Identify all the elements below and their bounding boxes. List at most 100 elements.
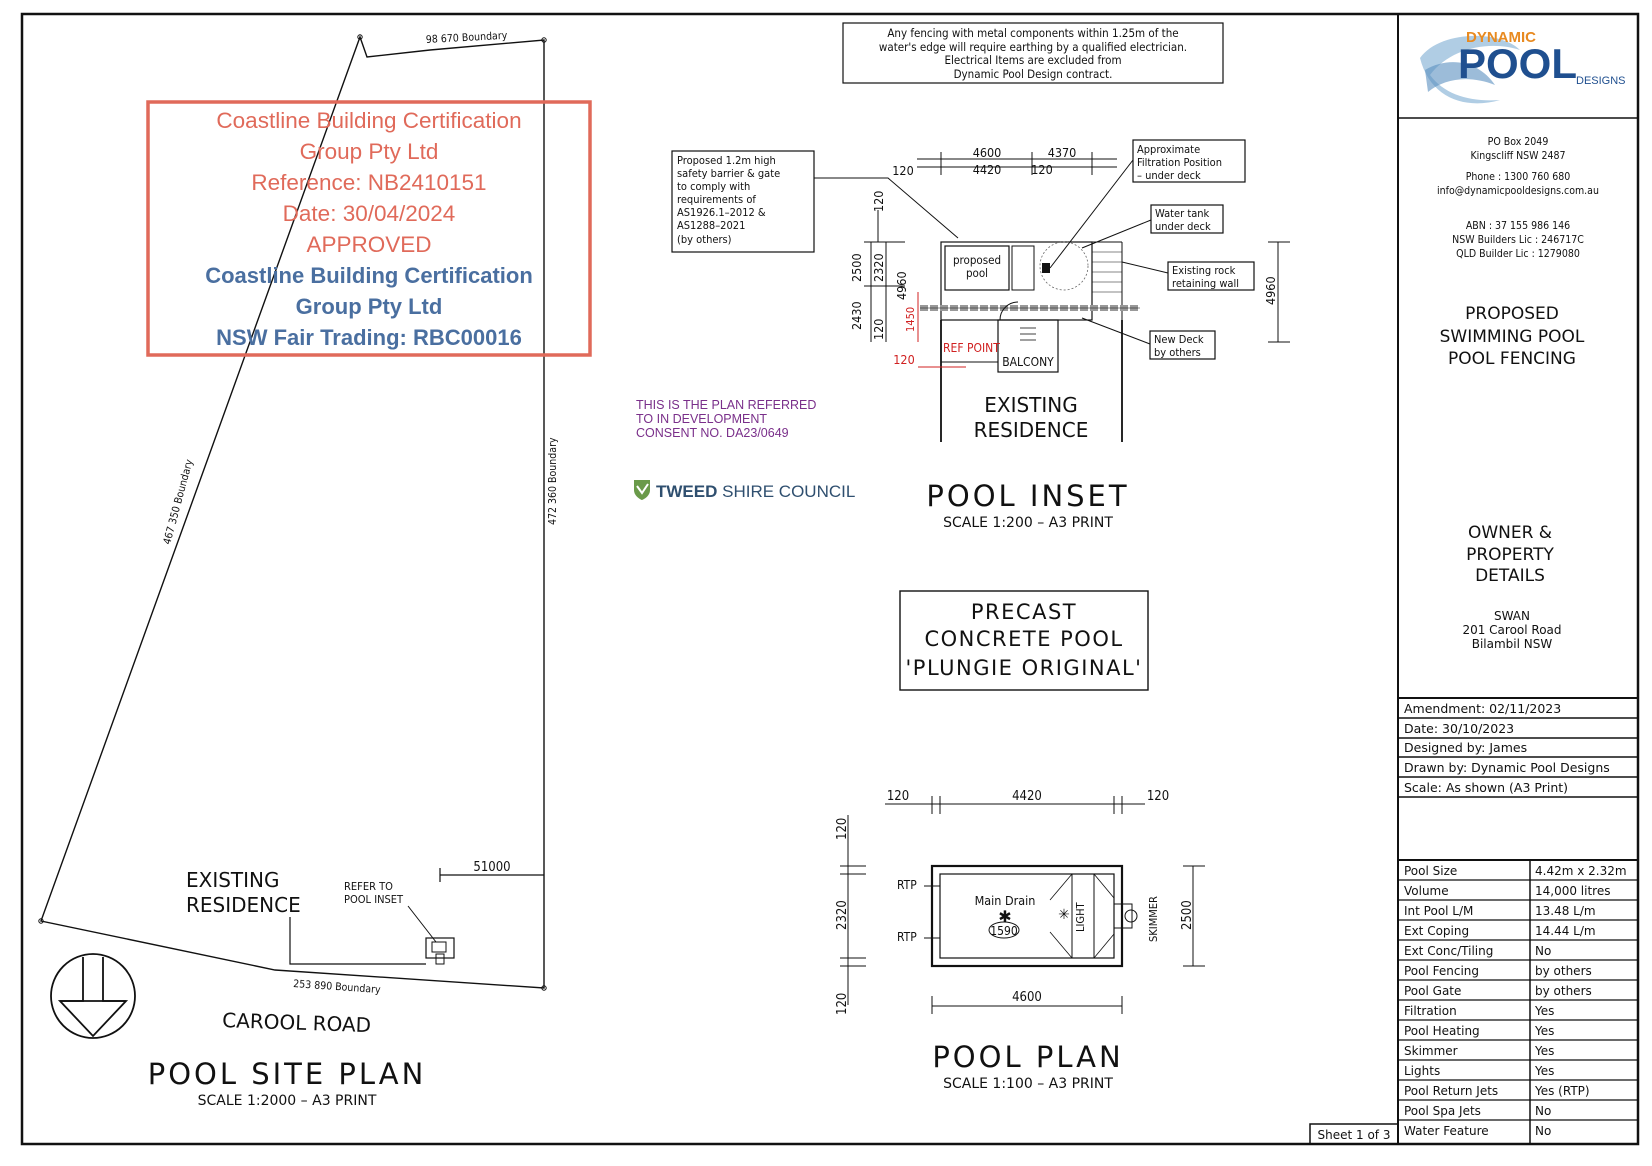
main-drain-label: Main Drain — [975, 893, 1036, 908]
company-logo: DYNAMIC POOL DESIGNS — [1420, 29, 1626, 104]
electrical-note-line-4: Dynamic Pool Design contract. — [954, 67, 1113, 81]
owner-details: OWNER & PROPERTY DETAILS SWAN 201 Carool… — [1462, 523, 1561, 651]
spec-label: Pool Size — [1404, 864, 1457, 878]
deck-note-line-1: New Deck — [1154, 333, 1204, 346]
inset-pool-label-1: proposed — [953, 253, 1001, 267]
address-line-2: Kingscliff NSW 2487 — [1470, 150, 1565, 162]
designed-by-text: Designed by: James — [1404, 740, 1527, 755]
logo-main-word: POOL — [1458, 40, 1577, 87]
spec-label: Pool Heating — [1404, 1024, 1480, 1038]
stamp-company-line-2: Group Pty Ltd — [300, 139, 439, 164]
spec-label: Lights — [1404, 1064, 1440, 1078]
spec-label: Ext Coping — [1404, 924, 1469, 938]
boundary-right-label: 472 360 Boundary — [547, 437, 559, 525]
refer-note-line-2: POOL INSET — [344, 893, 404, 906]
barrier-note-line-4: requirements of — [677, 193, 756, 206]
inset-dim-120-b: 120 — [1031, 162, 1052, 177]
inset-dim-120-a: 120 — [892, 163, 913, 178]
project-title-line-3: POOL FENCING — [1448, 349, 1576, 369]
plan-dim-top-left: 120 — [887, 789, 909, 804]
date-text: Date: 30/10/2023 — [1404, 721, 1514, 736]
email-text: info@dynamicpooldesigns.com.au — [1437, 185, 1599, 197]
inset-dim-2500: 2500 — [849, 253, 864, 282]
inset-pool-layout: proposed pool BALCONY — [920, 241, 1140, 442]
inset-title: POOL INSET — [926, 479, 1129, 513]
barrier-note-line-1: Proposed 1.2m high — [677, 154, 776, 167]
spec-label: Ext Conc/Tiling — [1404, 944, 1493, 958]
electrical-note: Any fencing with metal components within… — [842, 22, 1224, 84]
electrical-note-line-2: water's edge will require earthing by a … — [879, 40, 1187, 54]
skimmer-icon — [1124, 909, 1138, 923]
plan-left-dimensions: 120 2320 120 — [835, 815, 866, 1015]
site-plan-title: POOL SITE PLAN — [148, 1057, 427, 1091]
inset-dim-4370: 4370 — [1048, 145, 1077, 160]
filtration-note-line-3: – under deck — [1137, 169, 1201, 182]
drawing-border — [20, 12, 1640, 1146]
owner-heading-3: DETAILS — [1475, 566, 1545, 586]
qld-licence-text: QLD Builder Lic : 1279080 — [1456, 248, 1580, 260]
electrical-note-line-1: Any fencing with metal components within… — [887, 26, 1178, 40]
precast-line-1: PRECAST — [971, 600, 1077, 624]
spec-label: Pool Return Jets — [1404, 1084, 1498, 1098]
refer-note-line-1: REFER TO — [344, 880, 393, 893]
plan-bottom-dimension: 4600 — [931, 990, 1123, 1014]
plan-dim-right: 2500 — [1180, 900, 1195, 930]
spec-label: Pool Spa Jets — [1404, 1104, 1481, 1118]
spec-value: Yes — [1534, 1024, 1554, 1038]
project-title: PROPOSED SWIMMING POOL POOL FENCING — [1440, 304, 1585, 369]
light-label: LIGHT — [1074, 901, 1087, 932]
precast-pool-label: PRECAST CONCRETE POOL 'PLUNGIE ORIGINAL' — [899, 590, 1149, 691]
precast-line-2: CONCRETE POOL — [924, 627, 1123, 651]
pool-plan-scale: SCALE 1:100 – A3 PRINT — [943, 1076, 1113, 1092]
spec-value: by others — [1535, 964, 1592, 978]
logo-top-word: DYNAMIC — [1466, 29, 1536, 46]
inset-dim-2430: 2430 — [849, 301, 864, 330]
council-logo-rest: SHIRE COUNCIL — [717, 482, 855, 501]
stamp-licence: NSW Fair Trading: RBC00016 — [216, 325, 522, 350]
barrier-note-line-2: safety barrier & gate — [677, 167, 780, 180]
council-note-line-2: TO IN DEVELOPMENT — [636, 412, 767, 426]
pool-plan: 120 4420 120 120 2320 120 2500 — [835, 789, 1205, 1092]
plan-right-dimension: 2500 — [1180, 865, 1205, 967]
address-line-1: PO Box 2049 — [1488, 136, 1549, 148]
barrier-note-line-3: to comply with — [677, 180, 750, 193]
deck-note-line-2: by others — [1154, 346, 1201, 359]
water-tank-note-line-1: Water tank — [1155, 207, 1210, 220]
spec-value: No — [1535, 1104, 1551, 1118]
council-shield-icon — [634, 480, 650, 500]
boundary-bottom-label: 253 890 Boundary — [293, 978, 382, 996]
spec-label: Pool Fencing — [1404, 964, 1479, 978]
inset-dim-4420: 4420 — [973, 162, 1002, 177]
plan-dim-left-top: 120 — [835, 818, 850, 840]
rock-wall-note-line-2: retaining wall — [1172, 277, 1239, 290]
plan-pool-shell — [930, 864, 1138, 968]
council-note-line-1: THIS IS THE PLAN REFERRED — [636, 398, 816, 412]
stamp-signatory-line-2: Group Pty Ltd — [296, 294, 443, 319]
spec-value: 14.44 L/m — [1535, 924, 1596, 938]
main-drain-icon: ✱ — [998, 907, 1011, 926]
owner-name: SWAN — [1494, 609, 1530, 623]
inset-dim-120-low: 120 — [871, 319, 886, 340]
spec-value: by others — [1535, 984, 1592, 998]
company-contact: PO Box 2049 Kingscliff NSW 2487 Phone : … — [1437, 136, 1599, 260]
spec-label: Int Pool L/M — [1404, 904, 1473, 918]
plan-dim-top-right: 120 — [1147, 789, 1169, 804]
pool-plan-title: POOL PLAN — [932, 1040, 1123, 1074]
inset-dim-4960-right: 4960 — [1263, 276, 1278, 305]
barrier-note-line-6: AS1288–2021 — [677, 219, 745, 232]
spec-value: Yes — [1534, 1064, 1554, 1078]
stamp-company-line-1: Coastline Building Certification — [216, 108, 521, 133]
inset-pool-label-2: pool — [966, 266, 988, 280]
amendment-text: Amendment: 02/11/2023 — [1404, 701, 1561, 716]
road-name: CAROOL ROAD — [222, 1008, 372, 1037]
barrier-note-line-7: (by others) — [677, 233, 732, 246]
electrical-note-line-3: Electrical Items are excluded from — [944, 53, 1121, 67]
rtp-top-label: RTP — [897, 878, 917, 892]
spec-value: 14,000 litres — [1535, 884, 1610, 898]
spec-value: 4.42m x 2.32m — [1535, 864, 1627, 878]
spec-value: Yes (RTP) — [1534, 1084, 1590, 1098]
sheet-number-box: Sheet 1 of 3 — [1309, 1123, 1399, 1145]
balcony-label: BALCONY — [1002, 355, 1054, 369]
inset-residence-line-1: EXISTING — [984, 393, 1078, 417]
nsw-licence-text: NSW Builders Lic : 246717C — [1452, 234, 1584, 246]
